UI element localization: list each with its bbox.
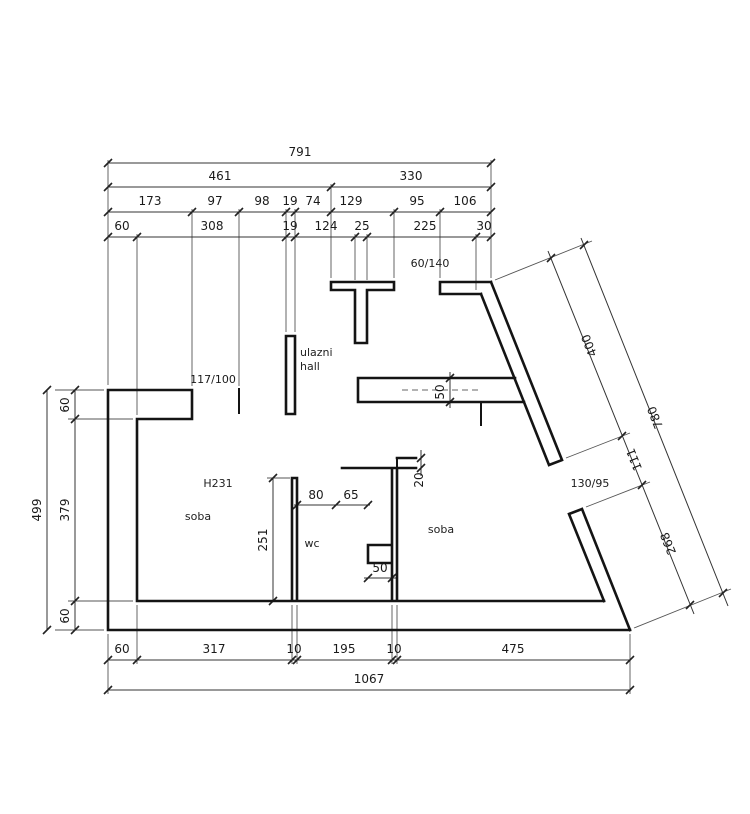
dim-top-mid-label-1: 330 [400, 169, 423, 183]
dim-diag-part-label-2: 268 [658, 530, 680, 556]
dim-top-inner-label-1: 308 [201, 219, 224, 233]
left-dimension-labels: 499 60 379 60 [30, 397, 72, 623]
dim-top-detail-label-5: 129 [340, 194, 363, 208]
dim-left-part-label-2: 60 [58, 608, 72, 623]
dim-top-inner-label-3: 124 [315, 219, 338, 233]
dim-top-detail-label-1: 97 [207, 194, 222, 208]
dim-bottom-total-label: 1067 [354, 672, 385, 686]
room-label-wc: wc [304, 537, 319, 550]
dim-bottom-part-label-4: 10 [386, 642, 401, 656]
dim-diag-part-label-1: 111 [624, 446, 646, 472]
door-label-left: 117/100 [190, 373, 236, 386]
wall-outline-path [106, 280, 632, 632]
dim-top-detail-label-3: 19 [282, 194, 297, 208]
room-code-label: H231 [203, 477, 232, 490]
door-labels: 60/140 117/100 130/95 [190, 257, 609, 490]
wall-detail-path [238, 388, 482, 468]
dim-bottom-part-label-5: 475 [502, 642, 525, 656]
interior-dimension-labels: 80 65 50 50 20 251 [256, 384, 447, 575]
dim-top-detail-label-4: 74 [305, 194, 320, 208]
dim-diag-total-label: 780 [645, 404, 667, 430]
dimension-lines-path [46, 162, 729, 691]
dim-left-part-label-1: 379 [58, 499, 72, 522]
dim-top-detail-label-2: 98 [254, 194, 269, 208]
dim-bottom-part-label-2: 10 [286, 642, 301, 656]
top-dimension-labels: 791 461 330 173 97 98 19 74 129 95 106 6… [114, 145, 491, 233]
extension-lines-path [55, 160, 732, 694]
dim-top-mid-label-0: 461 [209, 169, 232, 183]
dim-top-inner-label-0: 60 [114, 219, 129, 233]
door-label-right: 130/95 [571, 477, 610, 490]
dim-left-total-label: 499 [30, 499, 44, 522]
door-label-top: 60/140 [411, 257, 450, 270]
dim-top-detail-label-7: 106 [454, 194, 477, 208]
dim-wc-niche-label: 50 [372, 561, 387, 575]
dim-bottom-part-label-1: 317 [203, 642, 226, 656]
dim-wc-part-label-0: 80 [308, 488, 323, 502]
room-label-soba-left: soba [185, 510, 211, 523]
dim-bottom-part-label-0: 60 [114, 642, 129, 656]
dim-top-detail-label-6: 95 [409, 194, 424, 208]
dim-wall-thickness-label: 50 [433, 384, 447, 399]
dim-top-total-label: 791 [289, 145, 312, 159]
room-labels: ulazni hall H231 soba wc soba [185, 346, 454, 550]
dim-top-inner-label-6: 30 [476, 219, 491, 233]
dim-left-part-label-0: 60 [58, 397, 72, 412]
dim-ledge-label: 20 [412, 472, 426, 487]
dim-diag-part-label-0: 400 [579, 332, 601, 358]
dim-top-inner-label-5: 225 [414, 219, 437, 233]
dim-bottom-part-label-3: 195 [333, 642, 356, 656]
walls [106, 280, 632, 632]
extension-lines [55, 160, 732, 694]
dim-room-height-label: 251 [256, 529, 270, 552]
room-label-hall-line1: ulazni [300, 346, 333, 359]
bottom-dimension-labels: 60 317 10 195 10 475 1067 [114, 642, 524, 686]
dim-top-inner-label-2: 19 [282, 219, 297, 233]
dim-top-inner-label-4: 25 [354, 219, 369, 233]
dimension-lines [46, 162, 729, 691]
room-label-soba-right: soba [428, 523, 454, 536]
dim-top-detail-label-0: 173 [139, 194, 162, 208]
dim-wc-part-label-1: 65 [343, 488, 358, 502]
room-label-hall-line2: hall [300, 360, 320, 373]
